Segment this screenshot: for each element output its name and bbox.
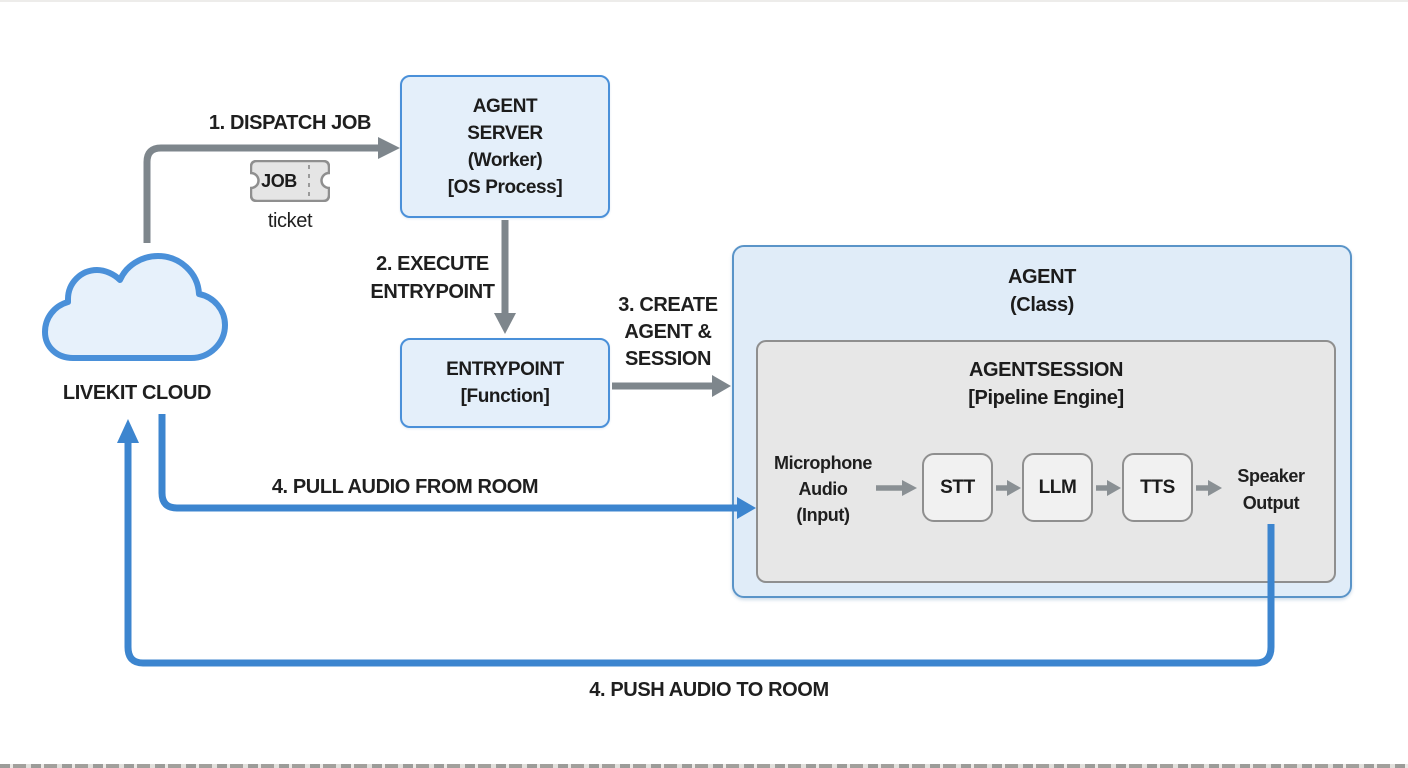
push-audio-label: 4. PUSH AUDIO TO ROOM: [589, 679, 829, 701]
speaker-line2: Output: [1242, 493, 1300, 513]
dispatch-job-arrowhead: [378, 137, 400, 159]
ticket-caption: ticket: [267, 210, 313, 232]
push-audio-arrowhead: [117, 419, 139, 443]
execute-entrypoint-arrowhead: [494, 313, 516, 334]
entrypoint-line1: ENTRYPOINT: [446, 359, 564, 380]
agent-server-line1: AGENT: [472, 95, 538, 117]
agent-class-title: AGENT (Class): [734, 247, 1350, 319]
job-ticket-label: JOB: [261, 170, 297, 191]
agent-server-line3: (Worker): [467, 149, 543, 171]
agent-server-line2: SERVER: [467, 122, 543, 144]
speaker-output-label: Speaker Output: [1221, 463, 1321, 517]
agent-server-box: AGENT SERVER (Worker) [OS Process]: [400, 75, 610, 218]
job-ticket-icon: JOB: [249, 159, 331, 203]
mic-line1: Microphone: [774, 453, 872, 473]
mic-line3: (Input): [796, 505, 850, 525]
create-agent-session-label: 3. CREATE AGENT & SESSION: [608, 292, 728, 373]
agent-session-line2: [Pipeline Engine]: [968, 387, 1124, 409]
tts-label: TTS: [1140, 476, 1175, 498]
pull-audio-label: 4. PULL AUDIO FROM ROOM: [271, 476, 539, 498]
top-edge-line: [0, 0, 1408, 2]
livekit-cloud-label: LIVEKIT CLOUD: [62, 382, 212, 404]
entrypoint-line2: [Function]: [460, 386, 550, 407]
bottom-noise-strip: [0, 764, 1408, 768]
stt-label: STT: [940, 476, 975, 498]
create-label-line2: AGENT &: [624, 321, 712, 343]
execute-label-line2: ENTRYPOINT: [370, 281, 495, 303]
tts-box: TTS: [1122, 453, 1193, 522]
microphone-audio-label: Microphone Audio (Input): [763, 450, 883, 528]
create-label-line3: SESSION: [624, 348, 712, 370]
speaker-line1: Speaker: [1237, 466, 1305, 486]
mic-line2: Audio: [798, 479, 848, 499]
create-agent-arrowhead: [712, 375, 731, 397]
entrypoint-box: ENTRYPOINT [Function]: [400, 338, 610, 428]
execute-entrypoint-label: 2. EXECUTE ENTRYPOINT: [350, 250, 515, 306]
agent-server-line4: [OS Process]: [447, 176, 563, 198]
create-label-line1: 3. CREATE: [618, 294, 718, 316]
cloud-icon: [42, 253, 228, 361]
dispatch-job-label: 1. DISPATCH JOB: [208, 112, 372, 134]
agent-class-line2: (Class): [1010, 294, 1074, 316]
llm-box: LLM: [1022, 453, 1093, 522]
execute-label-line1: 2. EXECUTE: [376, 253, 489, 275]
stt-box: STT: [922, 453, 993, 522]
agent-session-title: AGENTSESSION [Pipeline Engine]: [758, 342, 1334, 412]
llm-label: LLM: [1038, 476, 1077, 498]
agent-class-line1: AGENT: [1007, 266, 1076, 288]
agent-session-line1: AGENTSESSION: [968, 359, 1124, 381]
